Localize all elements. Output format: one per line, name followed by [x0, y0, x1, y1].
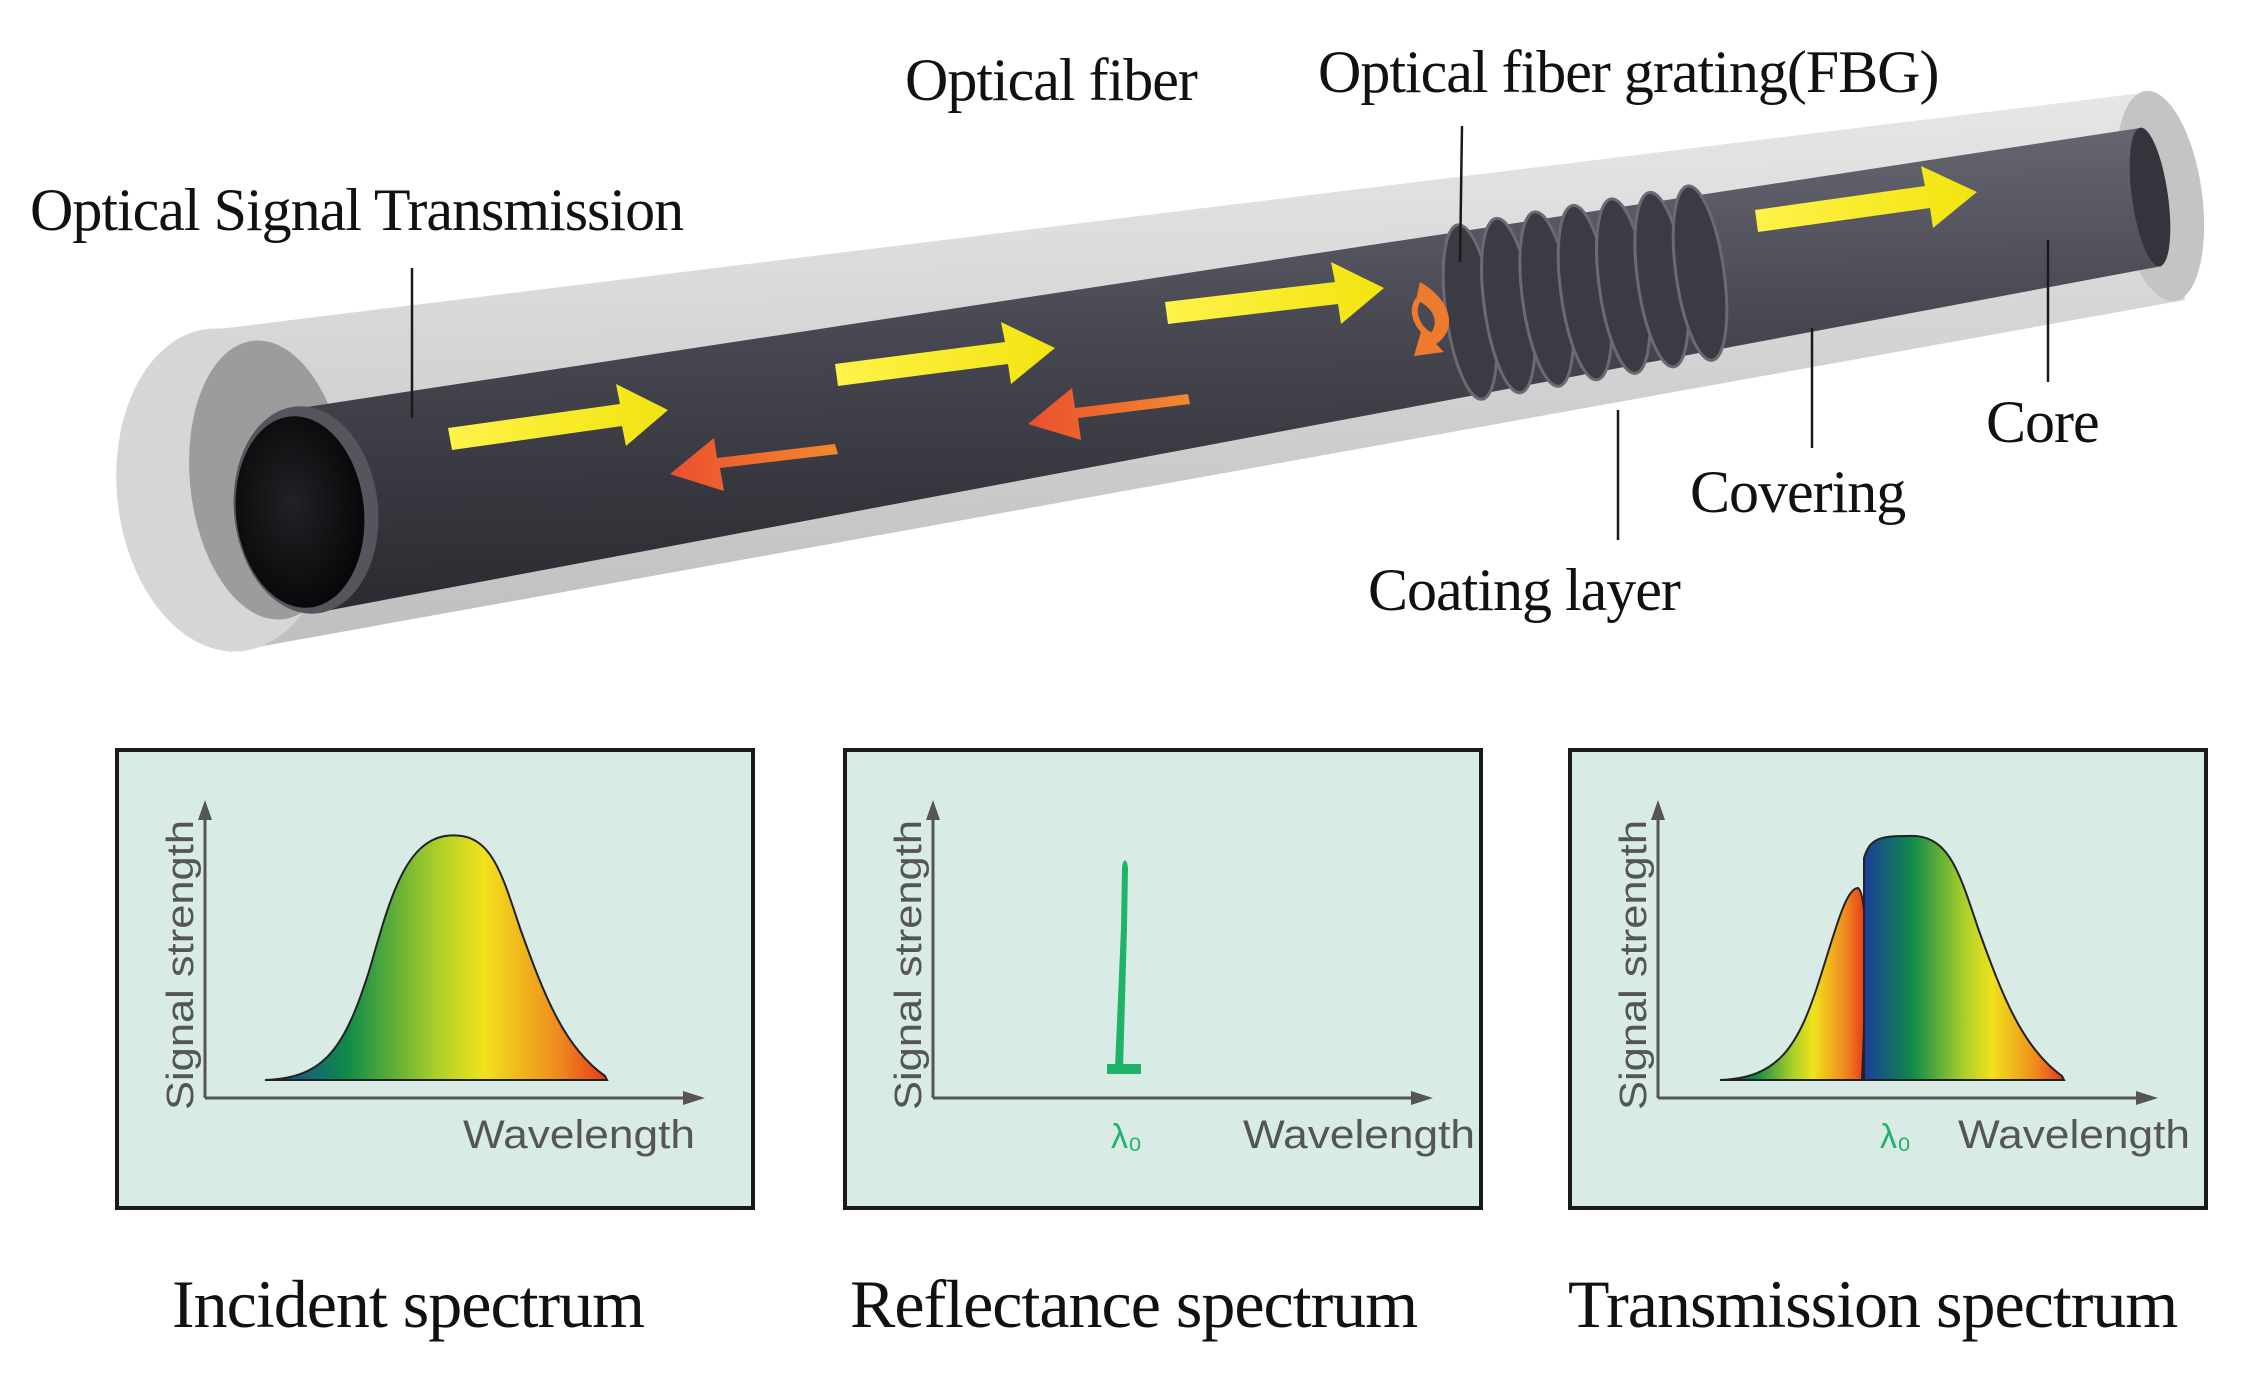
forward-arrow-3: [1165, 262, 1384, 324]
x-axis-label: Wavelength: [463, 1113, 695, 1157]
label-core: Core: [1986, 389, 2100, 455]
transmission-spectrum-panel: Signal strength Wavelength λ₀: [1568, 748, 2208, 1210]
panel-frame: [843, 748, 1483, 1210]
reflection-peak: [1111, 860, 1128, 1070]
reflection-curl: [1414, 282, 1450, 356]
reflection-peak-base: [1107, 1064, 1141, 1074]
lambda-marker: λ₀: [1111, 1118, 1142, 1156]
label-fbg-grating: Optical fiber grating(FBG): [1318, 39, 1939, 105]
forward-arrow-1: [448, 384, 668, 450]
label-covering: Covering: [1690, 459, 1906, 525]
y-axis: [1651, 800, 1665, 1098]
reflectance-spectrum-panel: Signal strength Wavelength λ₀: [843, 748, 1483, 1210]
reflected-signal-arrows: [670, 282, 1450, 491]
callout-lines: [410, 125, 2050, 540]
label-optical-signal-transmission: Optical Signal Transmission: [30, 177, 684, 243]
caption-reflectance-spectrum: Reflectance spectrum: [850, 1266, 1418, 1342]
label-coating-layer: Coating layer: [1368, 557, 1681, 623]
reflected-arrow-2: [1028, 388, 1190, 440]
optical-fiber-illustration: [116, 90, 2205, 652]
x-axis: [205, 1091, 705, 1105]
forward-arrow-4: [1755, 166, 1977, 232]
label-optical-fiber: Optical fiber: [905, 47, 1198, 113]
forward-signal-arrows: [448, 166, 1977, 450]
y-axis: [926, 800, 940, 1098]
x-axis-label: Wavelength: [1958, 1113, 2190, 1157]
incident-spectrum-panel: Signal strength Wavelength: [115, 748, 755, 1210]
x-axis: [933, 1091, 1433, 1105]
reflected-arrow-1: [670, 438, 838, 491]
caption-transmission-spectrum: Transmission spectrum: [1568, 1266, 2178, 1342]
x-axis: [1658, 1091, 2158, 1105]
y-axis-label: Signal strength: [1613, 820, 1655, 1110]
y-axis: [198, 800, 212, 1098]
grating-rings: [1441, 184, 1729, 401]
y-axis-label: Signal strength: [888, 820, 930, 1110]
fiber-core-end: [233, 406, 379, 614]
forward-arrow-2: [835, 322, 1055, 386]
grating-ring: [1671, 184, 1729, 362]
lambda-marker: λ₀: [1880, 1118, 1911, 1156]
incident-spectrum-curve: [264, 834, 609, 1081]
y-axis-label: Signal strength: [160, 820, 202, 1110]
caption-incident-spectrum: Incident spectrum: [172, 1266, 645, 1342]
x-axis-label: Wavelength: [1243, 1113, 1475, 1157]
transmission-spectrum-right: [1863, 834, 2066, 1081]
